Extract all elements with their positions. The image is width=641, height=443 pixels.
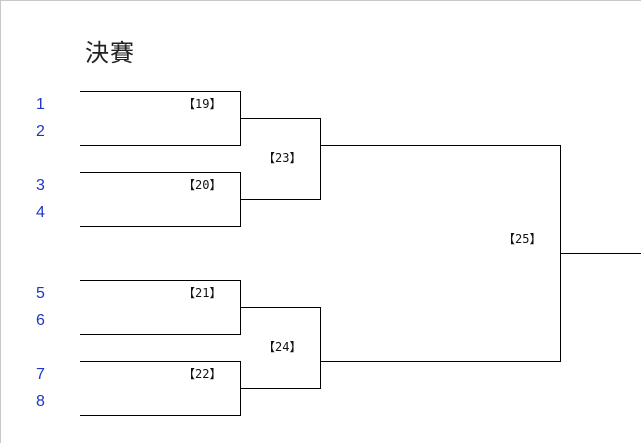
bracket-line-seed-8 [80,415,241,416]
seed-8: 8 [36,393,45,410]
page-title: 決賽 [85,39,135,67]
match-label-22: 【22】 [183,367,222,381]
seed-7: 7 [36,366,45,383]
seed-5: 5 [36,285,45,302]
bracket-join-match-23 [320,118,321,200]
match-label-20: 【20】 [183,178,222,192]
bracket-line-champion [560,253,641,254]
bracket-line-seed-6 [80,334,241,335]
match-label-23: 【23】 [263,151,302,165]
bracket-line-seed-4 [80,226,241,227]
seed-1: 1 [36,96,45,113]
bracket-line-winner-24 [320,361,561,362]
seed-3: 3 [36,177,45,194]
bracket-line-winner-19 [240,118,321,119]
match-label-19: 【19】 [183,97,222,111]
seed-2: 2 [36,123,45,140]
bracket-join-match-24 [320,307,321,389]
frame-left-border [0,0,1,443]
match-label-21: 【21】 [183,286,222,300]
bracket-line-winner-20 [240,199,321,200]
frame-top-border [0,0,641,1]
match-label-24: 【24】 [263,340,302,354]
seed-4: 4 [36,204,45,221]
bracket-line-seed-3 [80,172,241,173]
bracket-line-seed-5 [80,280,241,281]
bracket-line-seed-2 [80,145,241,146]
seed-6: 6 [36,312,45,329]
bracket-line-seed-7 [80,361,241,362]
bracket-line-winner-21 [240,307,321,308]
match-label-25: 【25】 [503,232,542,246]
bracket-line-winner-23 [320,145,561,146]
bracket-line-winner-22 [240,388,321,389]
bracket-line-seed-1 [80,91,241,92]
